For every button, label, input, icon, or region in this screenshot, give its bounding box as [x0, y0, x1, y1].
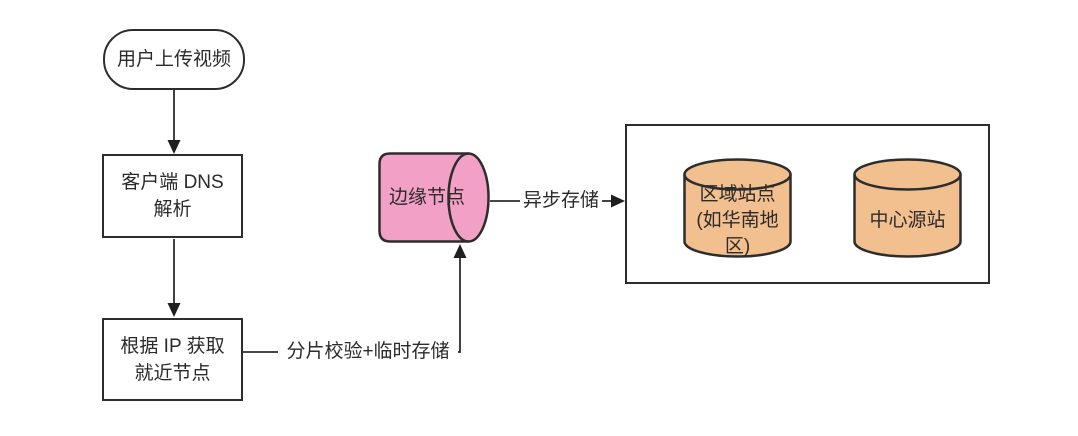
node-nearest-by-ip-line1: 根据 IP 获取 — [120, 335, 225, 357]
node-client-dns: 客户端 DNS 解析 — [102, 154, 243, 238]
node-edge-cylinder: 边缘节点 — [378, 152, 490, 243]
node-central-origin-label: 中心源站 — [869, 210, 946, 231]
node-user-upload-label: 用户上传视频 — [116, 49, 231, 70]
edge-label-async-storage: 异步存储 — [520, 189, 602, 213]
regional-cylinder-body — [683, 158, 792, 258]
regional-cylinder-shape — [683, 158, 792, 258]
node-regional-site-line2: (如华南地 — [696, 210, 779, 231]
node-client-dns-line2: 解析 — [153, 199, 192, 220]
arrowhead-down-nearest — [167, 303, 181, 317]
node-edge-label: 边缘节点 — [388, 186, 465, 208]
node-user-upload: 用户上传视频 — [103, 29, 245, 90]
node-central-origin: 中心源站 — [853, 158, 962, 258]
arrowhead-up-edge-node — [453, 244, 467, 258]
connector-label-to-edge-node — [455, 258, 461, 353]
origin-cylinder-shape — [853, 158, 962, 258]
arrowhead-right-storage — [611, 194, 625, 208]
node-regional-site-line3: 区) — [724, 236, 751, 257]
edge-cylinder-seam — [447, 152, 469, 243]
node-regional-site-label: 区域站点 (如华南地 区) — [683, 158, 792, 258]
node-nearest-by-ip-line2: 就近节点 — [134, 362, 211, 384]
edge-label-shard-check: 分片校验+临时存储 — [278, 340, 458, 364]
node-client-dns-line1: 客户端 DNS — [121, 172, 224, 193]
node-nearest-by-ip: 根据 IP 获取 就近节点 — [102, 318, 243, 401]
edge-cylinder-shape — [378, 152, 490, 243]
edge-cylinder-body — [378, 152, 490, 243]
origin-cylinder-seam — [853, 174, 962, 191]
origin-cylinder-body — [853, 158, 962, 258]
arrowhead-down-dns — [167, 140, 181, 154]
node-regional-site-line1: 区域站点 — [699, 184, 776, 205]
node-regional-site: 区域站点 (如华南地 区) — [683, 158, 792, 258]
regional-cylinder-seam — [683, 174, 792, 191]
